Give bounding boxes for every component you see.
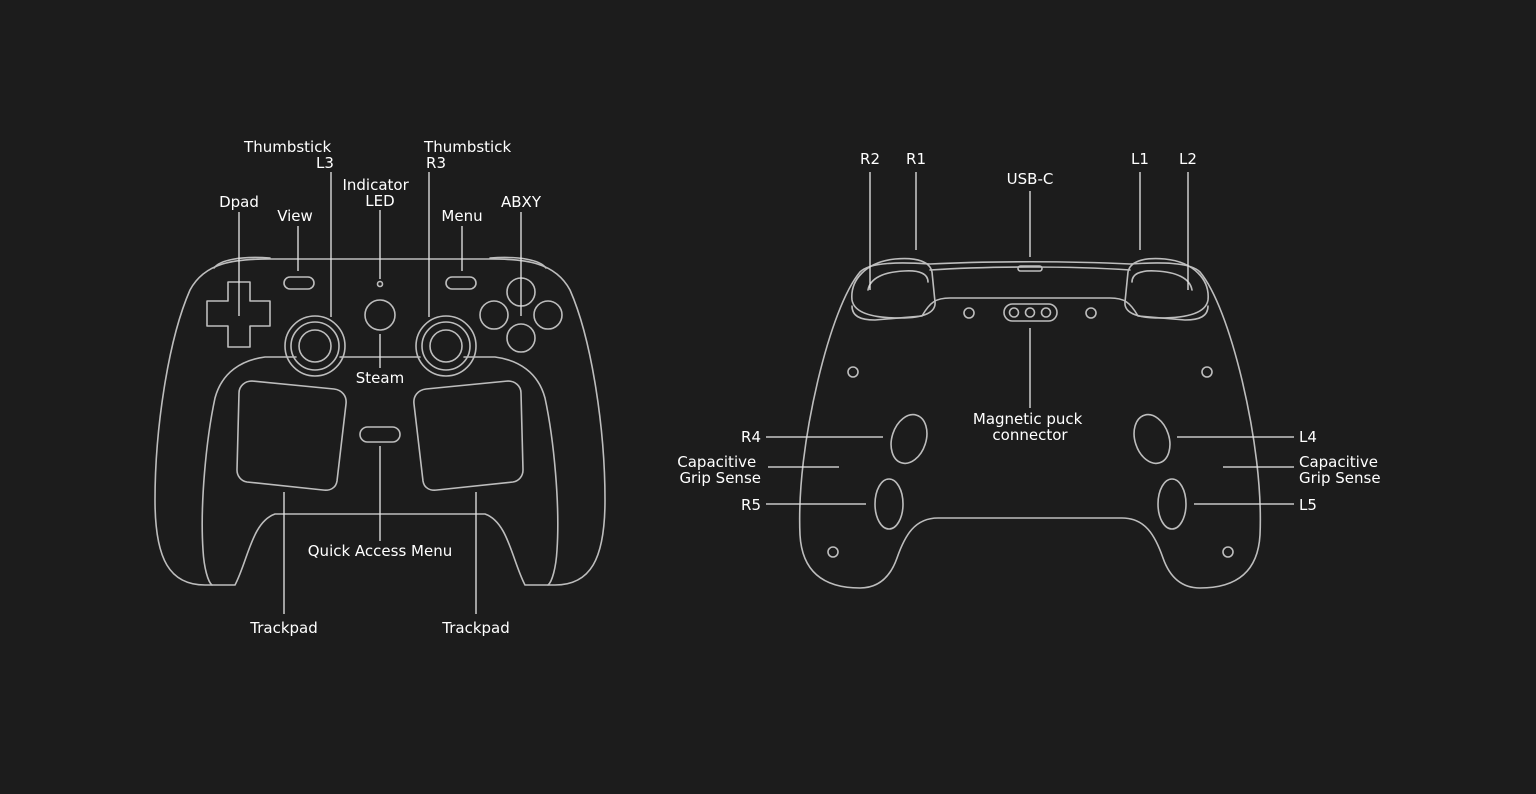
r1-label: R1: [906, 150, 926, 168]
grip-sense-right-label: Capacitive Grip Sense: [1299, 453, 1383, 487]
left-thumbstick-inner: [290, 321, 340, 371]
front-right-grip-panel: [463, 356, 559, 586]
quick-access-button-icon: [359, 426, 401, 443]
thumbstick-l3-label: Thumbstick L3: [243, 138, 336, 172]
left-thumbstick-cap: [298, 329, 332, 363]
puck-pin-2: [1024, 307, 1036, 318]
r5-button-icon: [874, 478, 904, 530]
back-view: R2 R1 USB-C L1 L2 Magnetic puck connecto…: [677, 150, 1383, 589]
puck-pin-1: [1008, 307, 1020, 318]
front-view: Thumbstick L3 Thumbstick R3 Indicator LE…: [154, 138, 606, 637]
thumbstick-r3-label: Thumbstick R3: [423, 138, 516, 172]
back-screw-5: [827, 546, 839, 558]
back-screw-2: [1085, 307, 1097, 319]
back-screw-6: [1222, 546, 1234, 558]
magnetic-puck-connector-icon: [1003, 303, 1058, 322]
front-left-grip-panel: [201, 356, 297, 586]
menu-button-icon: [445, 276, 477, 290]
r5-label: R5: [741, 496, 761, 514]
right-thumbstick-inner: [421, 321, 471, 371]
right-trackpad-icon: [413, 380, 524, 491]
magnetic-puck-label: Magnetic puck connector: [973, 410, 1087, 444]
grip-sense-left-label: Capacitive Grip Sense: [677, 453, 761, 487]
left-trackpad-icon: [236, 380, 347, 491]
back-inner-ledge: [851, 297, 1209, 321]
a-button-icon: [506, 323, 536, 353]
l4-label: L4: [1299, 428, 1317, 446]
usb-c-port-icon: [1017, 265, 1043, 272]
right-thumbstick-ring: [415, 315, 477, 377]
back-body-outline: [798, 260, 1262, 589]
steam-button-icon: [364, 299, 396, 331]
l2-trigger-icon: [1124, 257, 1209, 319]
r4-label: R4: [741, 428, 761, 446]
l5-label: L5: [1299, 496, 1317, 514]
back-screw-4: [1201, 366, 1213, 378]
b-button-icon: [533, 300, 563, 330]
l2-label: L2: [1179, 150, 1197, 168]
trackpad-left-label: Trackpad: [249, 619, 318, 637]
r2-label: R2: [860, 150, 880, 168]
dpad-label: Dpad: [219, 193, 259, 211]
quick-access-menu-label: Quick Access Menu: [308, 542, 453, 560]
view-label: View: [277, 207, 313, 225]
back-top-edge: [929, 266, 1131, 271]
indicator-led-label: Indicator LED: [342, 176, 413, 210]
right-thumbstick-cap: [429, 329, 463, 363]
r4-button-icon: [890, 413, 928, 465]
l4-button-icon: [1133, 413, 1171, 465]
r2-trigger-icon: [851, 257, 936, 319]
dpad-icon: [206, 281, 271, 348]
x-button-icon: [479, 300, 509, 330]
back-screw-1: [963, 307, 975, 319]
l1-bumper-icon: [1131, 270, 1193, 291]
menu-label: Menu: [441, 207, 482, 225]
back-screw-3: [847, 366, 859, 378]
l1-label: L1: [1131, 150, 1149, 168]
usb-c-label: USB-C: [1007, 170, 1054, 188]
view-button-icon: [283, 276, 315, 290]
puck-pin-3: [1040, 307, 1052, 318]
steam-label: Steam: [356, 369, 404, 387]
abxy-label: ABXY: [501, 193, 542, 211]
trackpad-right-label: Trackpad: [441, 619, 510, 637]
indicator-led-icon: [376, 280, 384, 288]
r1-bumper-icon: [867, 270, 929, 291]
l5-button-icon: [1157, 478, 1187, 530]
left-thumbstick-ring: [284, 315, 346, 377]
